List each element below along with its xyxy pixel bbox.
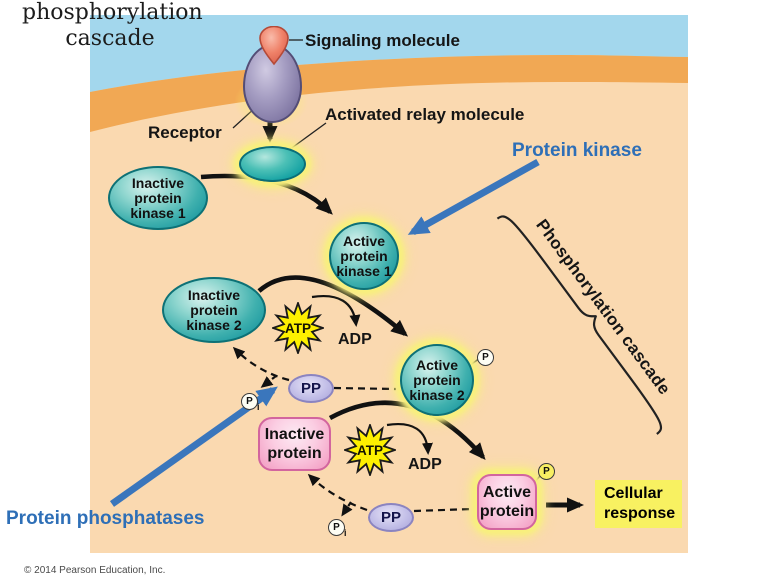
atp-adp-arrow-1 [311, 295, 361, 327]
cellular-response-box: Cellular response [595, 480, 682, 528]
protein-activation-arrow [328, 400, 486, 461]
activated-relay-molecule-shape [239, 146, 306, 182]
signaling-molecule-label: Signaling molecule [305, 31, 460, 50]
atp-adp-arrow-2 [386, 423, 433, 455]
inorganic-phosphate-1: P [241, 393, 258, 410]
node-line: kinase 2 [409, 386, 465, 403]
atp-label-1: ATP [285, 320, 311, 336]
node-line: Inactive [264, 426, 325, 443]
relay-pointer-line [288, 122, 327, 151]
pp2-dashed-to-inactive-protein [307, 473, 368, 512]
inorganic-phosphate-1-sub: i [257, 402, 260, 412]
pp1-dashed-link [333, 386, 397, 391]
protein-phosphatases-label: Protein phosphatases [6, 508, 205, 529]
inactive-protein-kinase1-node: Inactive protein kinase 1 [108, 166, 208, 230]
pp2-dashed-to-pi [341, 501, 353, 517]
adp-label-2: ADP [408, 456, 442, 473]
node-line: protein [479, 503, 535, 520]
active-protein-node: Active protein [477, 474, 537, 530]
copyright-text: © 2014 Pearson Education, Inc. [24, 565, 166, 576]
pp1-dashed-to-pi [260, 375, 277, 388]
inactive-protein-kinase2-node: Inactive protein kinase 2 [162, 277, 266, 343]
node-line: kinase 1 [130, 204, 186, 221]
pp2-dashed-link [413, 507, 473, 513]
node-line: Active [482, 484, 532, 501]
inorganic-phosphate-2: P [328, 519, 345, 536]
phosphate-badge-kinase2: P [477, 349, 494, 366]
node-line: Active [342, 232, 386, 249]
node-line: kinase 2 [186, 316, 242, 333]
kinase2-activation-arrow [257, 275, 409, 337]
inorganic-phosphate-2-sub: i [344, 528, 347, 538]
inactive-protein-node: Inactive protein [258, 417, 331, 471]
node-line: protein [340, 247, 388, 264]
phosphate-badge-active-protein: P [538, 463, 555, 480]
title-line2: cascade [65, 26, 155, 51]
node-line: Cellular [604, 485, 663, 502]
atp-star-1: ATP [272, 302, 324, 354]
node-line: Inactive [187, 286, 241, 303]
active-protein-kinase2-node: Active protein kinase 2 [400, 344, 474, 416]
atp-label-2: ATP [357, 442, 383, 458]
adp-label-1: ADP [338, 331, 372, 348]
receptor-label: Receptor [148, 123, 222, 142]
protein-kinase-label: Protein kinase [512, 140, 642, 161]
kinase1-activation-arrow [200, 173, 333, 215]
node-line: protein [267, 445, 322, 462]
node-line: kinase 1 [336, 262, 392, 279]
cascade-brace [496, 215, 663, 435]
node-line: response [604, 505, 676, 522]
node-line: Active [415, 356, 459, 373]
atp-star-2: ATP [344, 424, 396, 476]
pp-phosphatase-1: PP [288, 374, 334, 403]
active-protein-kinase1-node: Active protein kinase 1 [329, 222, 399, 290]
node-line: protein [190, 301, 238, 318]
signaling-molecule-shape [259, 26, 289, 66]
phosphorylation-cascade-annotation: Phosphorylation cascade [495, 192, 692, 437]
activated-relay-molecule-label: Activated relay molecule [325, 105, 525, 124]
protein-kinase-arrow [407, 158, 540, 236]
node-line: Inactive [131, 174, 185, 191]
node-line: protein [413, 371, 461, 388]
title-line1: phosphorylation [22, 0, 203, 25]
plasma-membrane [90, 55, 688, 132]
extracellular-region [90, 15, 688, 92]
pp1-dashed-to-inactive-kinase2 [232, 346, 290, 382]
node-line: protein [134, 189, 182, 206]
pp-phosphatase-2: PP [368, 503, 414, 532]
page-title: phosphorylation cascade [22, 0, 203, 52]
